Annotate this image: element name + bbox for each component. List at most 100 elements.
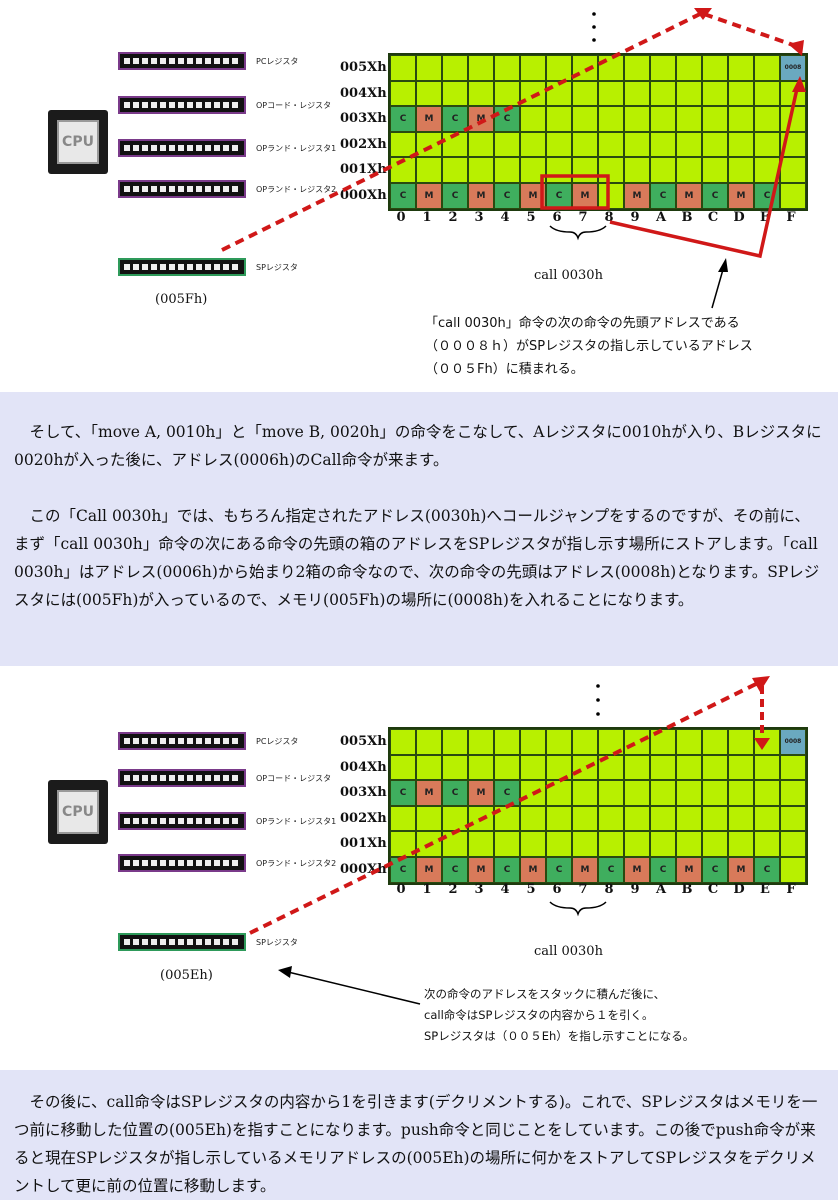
memory-cell (676, 831, 702, 857)
memory-cell (754, 805, 780, 832)
memory-cell (728, 780, 754, 806)
memory-cell (494, 729, 520, 755)
arrow-head (718, 258, 728, 272)
memory-cell (702, 831, 728, 857)
ellipsis-dot (596, 712, 600, 716)
brace-icon (549, 901, 607, 917)
memory-cell: C (546, 182, 572, 209)
memory-cell: C (650, 182, 676, 209)
memory-cell (702, 55, 728, 81)
operand-register-1-label: OPランド・レジスタ1 (256, 817, 337, 826)
memory-cell (728, 729, 754, 755)
memory-cell (780, 856, 806, 883)
memory-cell (780, 754, 806, 781)
call-note-line-2: call命令はSPレジスタの内容から１を引く。 (424, 1008, 654, 1022)
operand-register-2-label: OPランド・レジスタ2 (256, 185, 337, 194)
memory-cell: C (494, 780, 520, 806)
ellipsis-dot (592, 25, 596, 29)
memory-cell (572, 754, 598, 781)
operand-register-1-label: OPランド・レジスタ1 (256, 144, 337, 153)
memory-cell (624, 780, 650, 806)
note-pointer (711, 265, 725, 309)
column-label: 3 (474, 210, 484, 225)
memory-cell (702, 754, 728, 781)
column-label: C (707, 210, 719, 225)
memory-cell: C (494, 182, 520, 209)
memory-cell (416, 80, 442, 107)
cpu-chip-icon: CPU (48, 110, 108, 174)
memory-cell (390, 131, 416, 158)
column-label: 4 (500, 882, 510, 897)
column-label: 5 (526, 210, 536, 225)
memory-cell (546, 131, 572, 158)
memory-cell (494, 754, 520, 781)
call-note-line-3: （００５Fh）に積まれる。 (425, 362, 584, 377)
opcode-register-label: OPコード・レジスタ (256, 774, 332, 783)
column-label: 6 (552, 882, 562, 897)
call-note-line-1: 「call 0030h」命令の次の命令の先頭アドレスである (425, 316, 740, 331)
column-label: 6 (552, 210, 562, 225)
sp-register-label: SPレジスタ (256, 263, 298, 272)
column-label: 5 (526, 882, 536, 897)
memory-cell: C (702, 182, 728, 209)
column-label: A (655, 210, 667, 225)
pc-register (118, 52, 246, 70)
call-note-line-3: SPレジスタは（００５Eh）を指し示すことになる。 (424, 1029, 695, 1043)
column-label: 9 (630, 210, 640, 225)
call-note-line-2: （０００８ｈ）がSPレジスタの指し示しているアドレス (425, 339, 753, 354)
memory-cell (442, 805, 468, 832)
memory-cell: M (676, 182, 702, 209)
memory-cell (390, 157, 416, 183)
arrow-head (788, 40, 804, 56)
memory-cell (390, 729, 416, 755)
column-label: 2 (448, 882, 458, 897)
memory-cell (676, 80, 702, 107)
row-label-001x: 001Xh (340, 836, 387, 851)
operand-register-2-label: OPランド・レジスタ2 (256, 859, 337, 868)
memory-cell (702, 157, 728, 183)
memory-cell (572, 831, 598, 857)
memory-cell: M (468, 780, 494, 806)
dashed-arrow-sp-to-top (221, 12, 701, 252)
memory-cell (780, 780, 806, 806)
memory-cell: C (390, 182, 416, 209)
pc-register-label: PCレジスタ (256, 57, 299, 66)
ellipsis-dot (592, 38, 596, 42)
memory-cell: C (546, 856, 572, 883)
memory-cell (546, 729, 572, 755)
opcode-register-label: OPコード・レジスタ (256, 101, 332, 110)
cpu-chip-label: CPU (57, 120, 99, 164)
memory-cell (546, 157, 572, 183)
memory-cell (676, 55, 702, 81)
memory-cell (598, 805, 624, 832)
operand-register-1 (118, 139, 246, 157)
column-label: E (760, 210, 770, 225)
memory-cell (390, 805, 416, 832)
memory-cell (598, 831, 624, 857)
memory-cell: C (754, 182, 780, 209)
memory-cell (494, 80, 520, 107)
memory-cell (572, 157, 598, 183)
memory-cell: M (728, 182, 754, 209)
paragraph: そして、「move A, 0010h」と「move B, 0020h」の命令をこ… (14, 423, 822, 469)
memory-cell (546, 831, 572, 857)
arrow-head (278, 966, 292, 978)
memory-cell (728, 131, 754, 158)
ellipsis-dot (596, 684, 600, 688)
memory-cell: C (494, 856, 520, 883)
row-label-005x: 005Xh (340, 734, 387, 749)
memory-cell: C (650, 856, 676, 883)
stack-cell: 0008 (780, 55, 806, 81)
memory-cell (572, 780, 598, 806)
memory-cell (728, 80, 754, 107)
memory-cell (520, 831, 546, 857)
memory-cell (650, 780, 676, 806)
memory-cell (494, 157, 520, 183)
operand-register-2 (118, 854, 246, 872)
memory-cell (572, 729, 598, 755)
column-label: 4 (500, 210, 510, 225)
memory-cell: M (728, 856, 754, 883)
memory-cell (494, 131, 520, 158)
memory-cell (468, 157, 494, 183)
call-label: call 0030h (534, 268, 603, 283)
